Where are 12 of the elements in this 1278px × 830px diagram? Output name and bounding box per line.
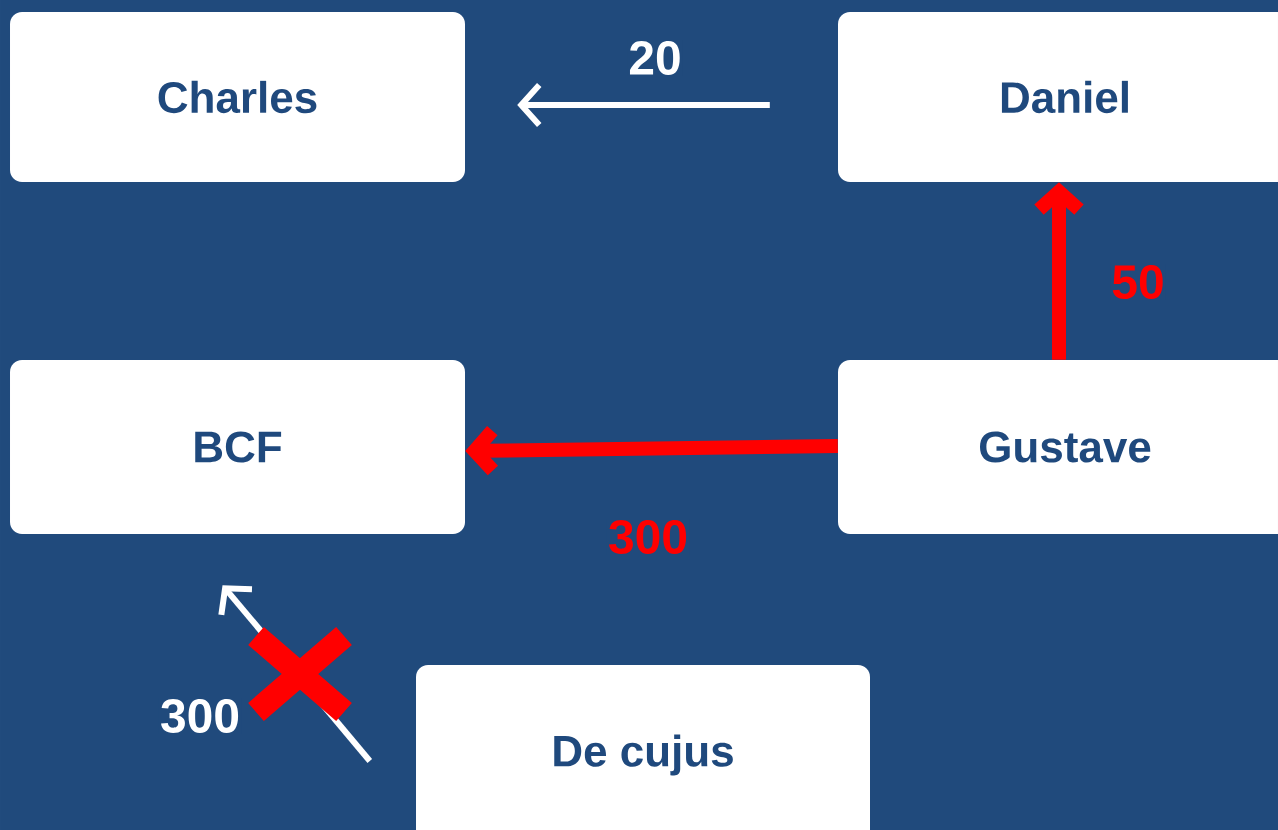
arrow (1034, 182, 1084, 360)
arrow (465, 426, 838, 476)
name-box: Daniel (838, 12, 1278, 182)
edge-label: 20 (627, 40, 683, 76)
name-box: BCF (10, 360, 465, 534)
edge-label: 300 (606, 518, 690, 555)
edge-label: 50 (1110, 264, 1166, 300)
edge-label: 300 (158, 697, 242, 734)
name-box: De cujus (416, 665, 870, 830)
name-box: Charles (10, 12, 465, 182)
arrow (517, 83, 770, 127)
name-box: Gustave (838, 360, 1278, 534)
